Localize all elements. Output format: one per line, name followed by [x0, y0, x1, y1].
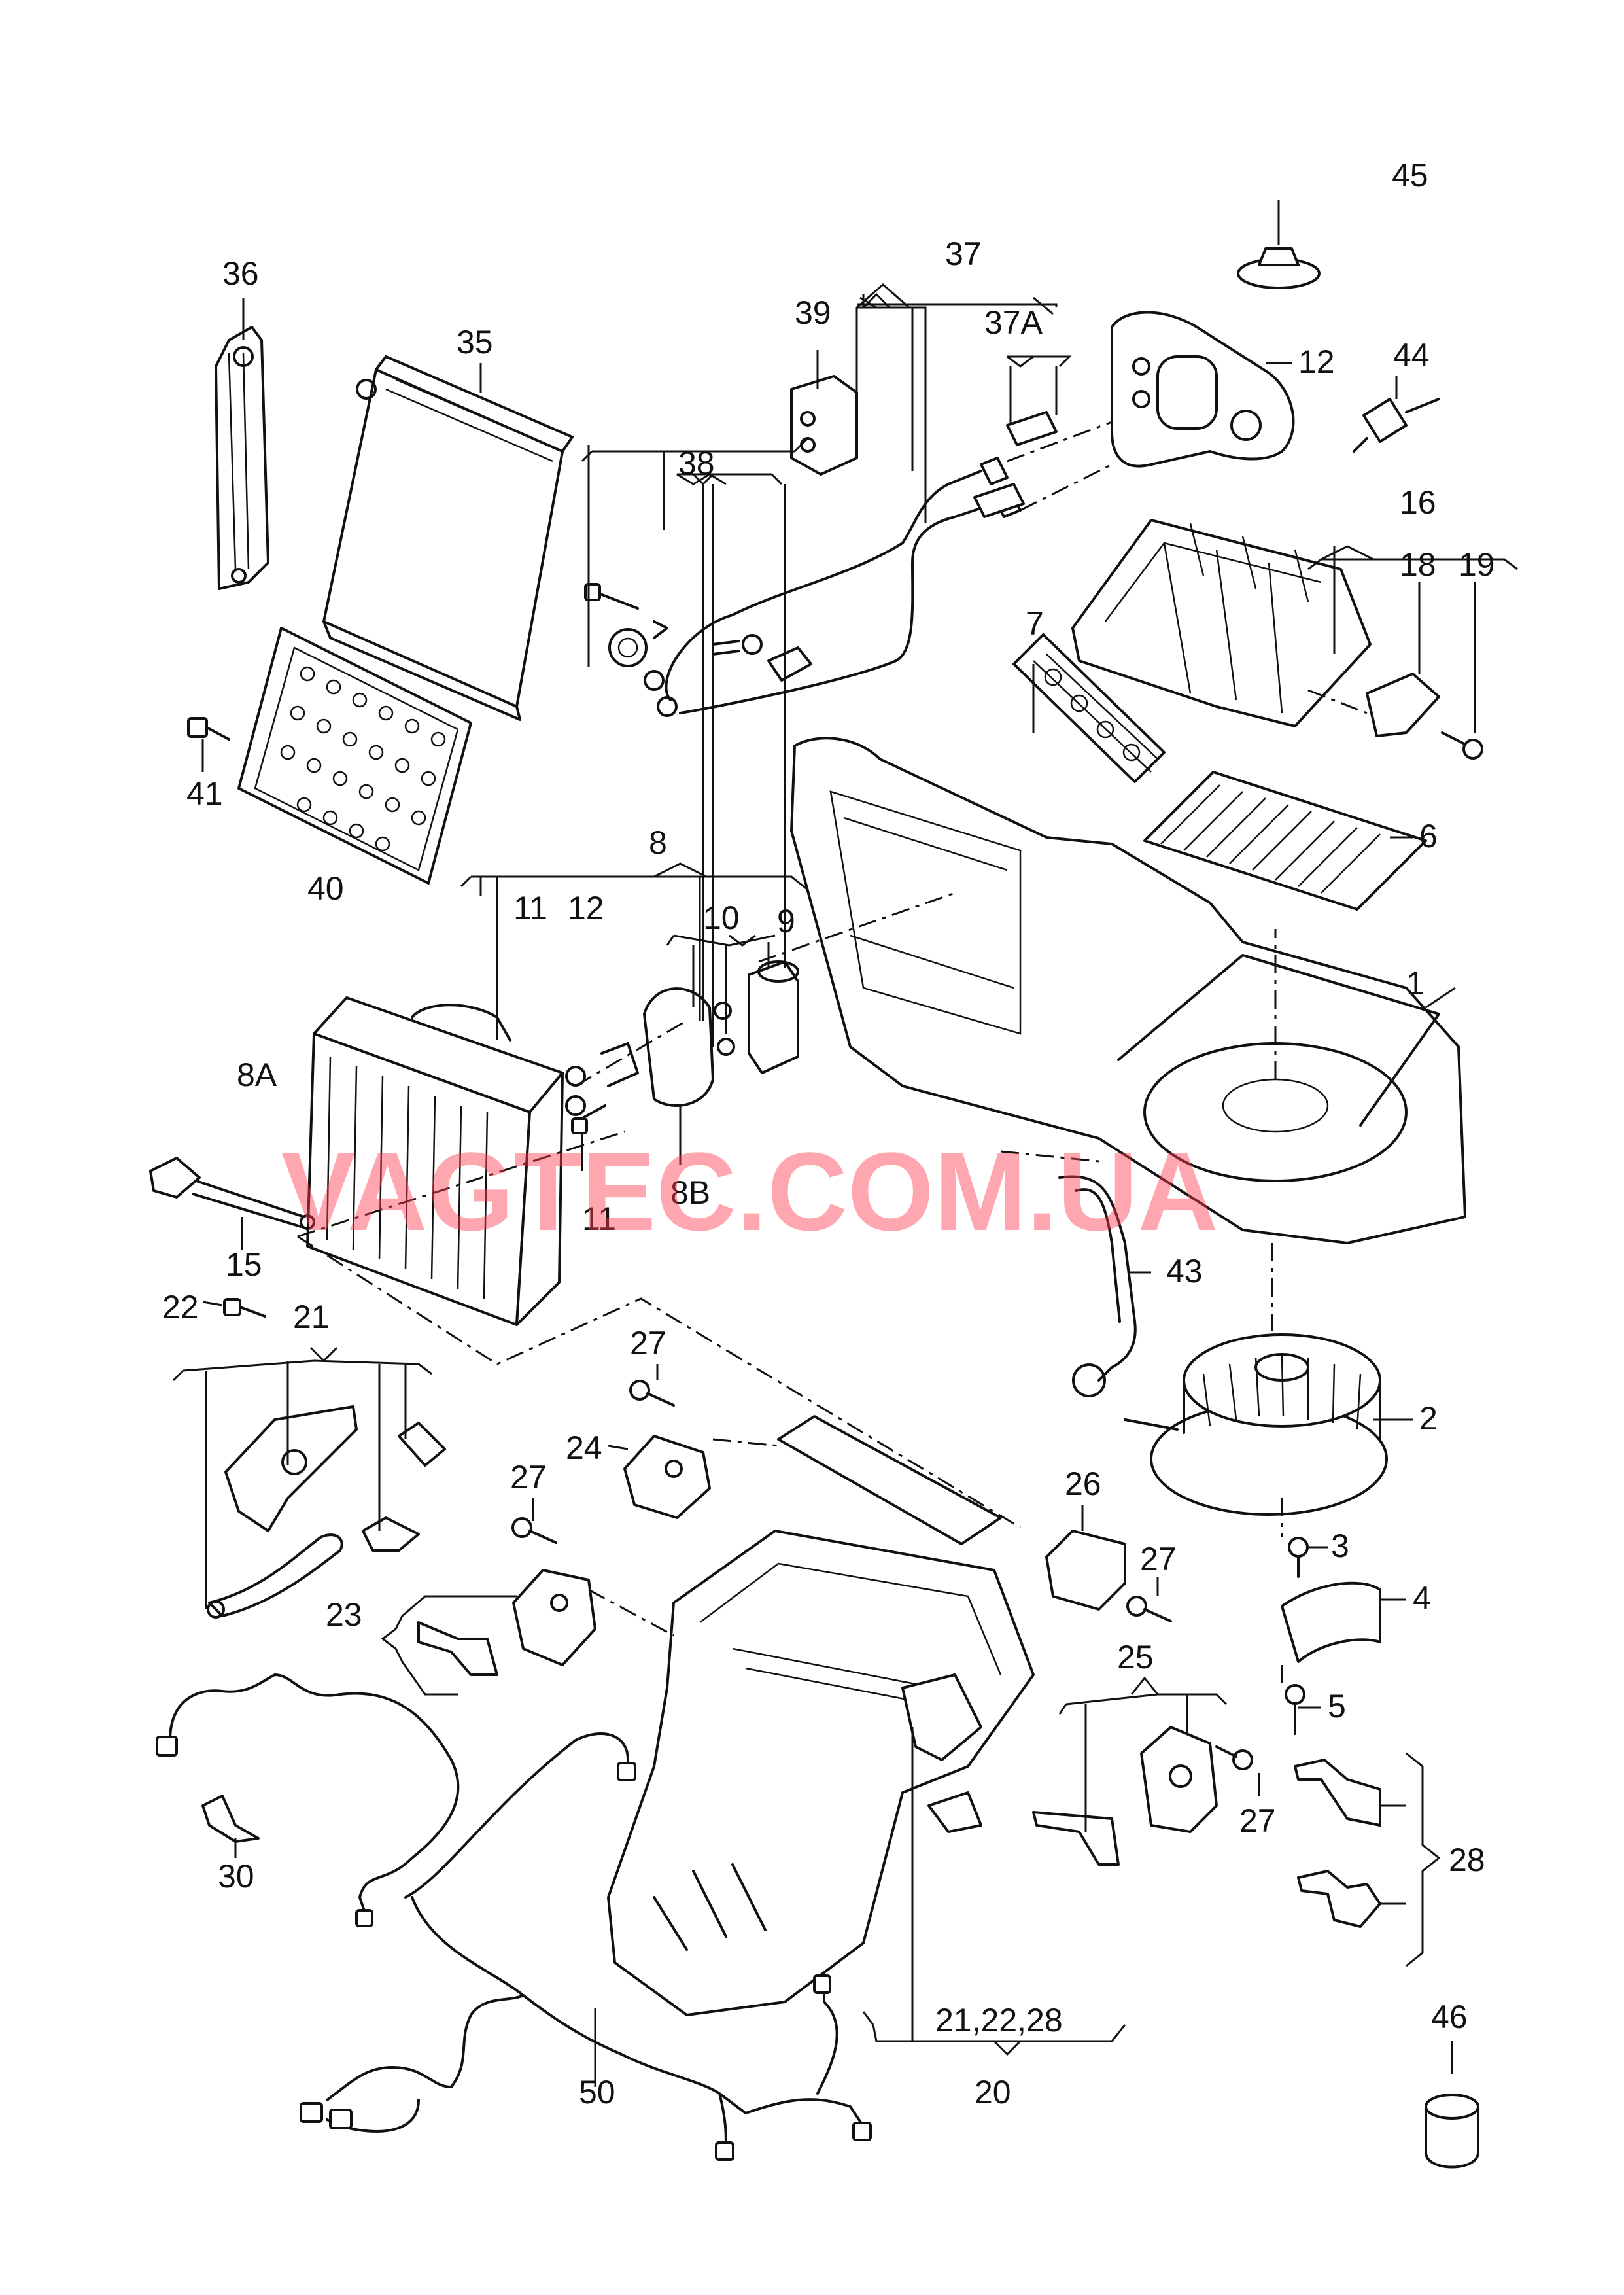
- callout-12b: 12: [568, 890, 604, 926]
- callout-23: 23: [326, 1596, 362, 1633]
- part-3-screw: [1288, 1537, 1309, 1578]
- leader-lines: [172, 200, 1518, 2087]
- part-27-screw-b: [511, 1517, 557, 1544]
- part-2-blower-fan: [1124, 1333, 1388, 1516]
- callout-2: 2: [1419, 1400, 1438, 1437]
- part-4-cover: [1281, 1581, 1381, 1663]
- part-26-actuator: [1045, 1530, 1126, 1611]
- callout-44: 44: [1393, 337, 1430, 374]
- callout-labels: 1 2 3 4 5 6 7 8 8A 8B 9 10 11 12 11 12 1…: [162, 157, 1495, 2111]
- watermark: VAGTEC.COM.UA: [281, 1130, 1218, 1254]
- callout-21-22-28: 21,22,28: [935, 2002, 1063, 2039]
- callout-10: 10: [703, 900, 740, 936]
- callout-16: 16: [1400, 484, 1436, 521]
- part-45-nut: [1237, 247, 1321, 289]
- part-16-upper-housing: [1071, 519, 1372, 727]
- part-27-screw-a: [629, 1380, 675, 1407]
- callout-11a: 11: [513, 890, 547, 926]
- part-21-flap-mechanism: [207, 1405, 446, 1619]
- callout-26: 26: [1065, 1465, 1101, 1502]
- callout-19: 19: [1459, 546, 1495, 583]
- part-43-drain-hose: [1058, 1175, 1137, 1397]
- part-15-temperature-sensor: [149, 1157, 315, 1230]
- callout-9: 9: [777, 903, 795, 939]
- part-6-dust-filter: [1143, 771, 1427, 911]
- callout-27a: 27: [630, 1325, 666, 1361]
- part-1-main-housing: [790, 737, 1466, 1244]
- part-30-clip: [201, 1795, 260, 1843]
- callout-4: 4: [1413, 1580, 1431, 1617]
- callout-22: 22: [162, 1289, 199, 1325]
- callout-12a: 12: [1298, 343, 1335, 380]
- callout-27d: 27: [1239, 1802, 1276, 1839]
- part-50-wiring-harness: [156, 1673, 872, 2161]
- callout-15: 15: [226, 1246, 262, 1283]
- part-8a-evaporator: [306, 996, 586, 1326]
- callout-38: 38: [678, 445, 715, 482]
- part-24-actuator: [623, 1435, 711, 1519]
- part-20-lower-housing: [607, 1415, 1035, 2016]
- callout-46: 46: [1431, 1999, 1468, 2035]
- part-37a-fittings: [973, 411, 1058, 518]
- part-11-screw: [571, 1104, 606, 1134]
- part-40-evaporator-frame: [237, 627, 472, 885]
- part-23-actuator: [417, 1569, 596, 1676]
- callout-8a: 8A: [237, 1057, 277, 1093]
- part-46-cap: [1425, 2094, 1479, 2169]
- callout-43: 43: [1166, 1253, 1203, 1289]
- callout-3: 3: [1331, 1528, 1349, 1564]
- callout-41: 41: [186, 775, 223, 812]
- callout-27b: 27: [510, 1459, 547, 1496]
- callout-50: 50: [579, 2074, 615, 2111]
- part-27-screw-c: [1126, 1596, 1172, 1622]
- part-36-bracket: [215, 326, 269, 590]
- part-38-fittings: [584, 583, 668, 691]
- callout-40: 40: [307, 870, 344, 907]
- callout-8: 8: [649, 824, 667, 861]
- callout-37a: 37A: [984, 304, 1043, 341]
- part-5-screw: [1285, 1684, 1305, 1735]
- part-19-screw: [1441, 731, 1483, 760]
- assembly-lines: [297, 421, 1368, 1688]
- callout-28: 28: [1449, 1842, 1485, 1878]
- callout-1: 1: [1406, 965, 1425, 1002]
- part-12-flange-gasket: [1111, 311, 1295, 468]
- part-12-seal: [600, 1042, 639, 1087]
- part-41-screw: [187, 717, 230, 741]
- part-7-screen: [1012, 633, 1166, 783]
- callout-18: 18: [1400, 546, 1436, 583]
- callout-11b: 11: [582, 1200, 616, 1237]
- callout-20: 20: [975, 2074, 1011, 2111]
- callout-36: 36: [222, 255, 259, 292]
- part-28-flap-shaft-b: [1297, 1870, 1381, 1928]
- callout-37: 37: [945, 236, 982, 272]
- callout-27c: 27: [1140, 1541, 1177, 1577]
- callout-8b: 8B: [670, 1174, 710, 1211]
- part-28-flap-shaft-a: [1294, 1759, 1381, 1827]
- part-18-bracket: [1366, 673, 1440, 737]
- callout-35: 35: [457, 324, 493, 360]
- callout-21: 21: [293, 1299, 330, 1335]
- part-25-actuator: [1032, 1726, 1218, 1866]
- callout-5: 5: [1328, 1688, 1346, 1725]
- part-27-screw-d: [1215, 1745, 1253, 1770]
- callout-39: 39: [795, 294, 831, 331]
- callout-6: 6: [1419, 818, 1438, 854]
- part-8b-insulation: [643, 987, 714, 1107]
- part-35-heater-core: [322, 355, 574, 721]
- part-22-screw: [223, 1298, 266, 1318]
- part-10-seals: [714, 1002, 735, 1056]
- callout-7: 7: [1026, 605, 1044, 642]
- part-39-valve-block: [790, 375, 858, 476]
- callout-25: 25: [1117, 1639, 1154, 1675]
- callout-45: 45: [1392, 157, 1428, 194]
- part-44-clip: [1353, 398, 1440, 453]
- part-9-expansion-valve: [748, 960, 799, 1074]
- callout-24: 24: [566, 1429, 602, 1466]
- callout-30: 30: [218, 1858, 254, 1895]
